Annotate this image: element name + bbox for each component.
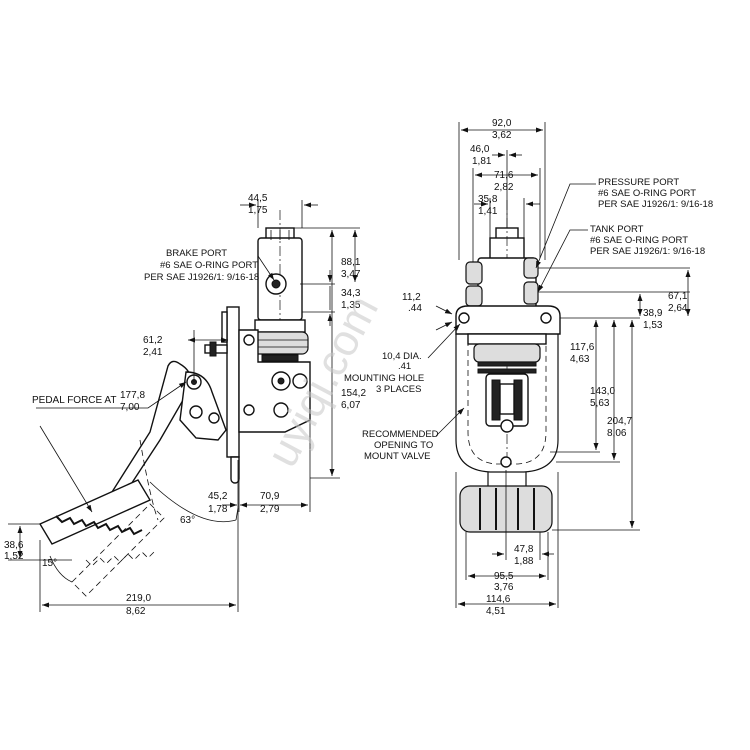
dim-h-port-mm: 88,1	[341, 257, 361, 268]
dim-h-port-in: 3,47	[341, 269, 361, 280]
dim-w-71-in: 2,82	[494, 182, 514, 193]
dim-w-35-mm: 35,8	[478, 194, 498, 205]
dim-overall-in: 8,62	[126, 606, 146, 617]
dim-hole-in: .44	[408, 303, 422, 314]
mount-hole-dia-in: .41	[398, 361, 411, 372]
dim-h-port2-in: 1,35	[341, 300, 361, 311]
front-view: 92,0 3,62 46,0 1,81 71,6 2,82 35,8 1,41 …	[344, 118, 713, 617]
recommended-label-2: OPENING TO	[374, 440, 433, 451]
brake-port-spec: #6 SAE O-RING PORT	[160, 260, 258, 271]
dim-w-95-mm: 95,5	[494, 571, 514, 582]
tank-port-standard: PER SAE J1926/1: 9/16-18	[590, 246, 705, 257]
dim-h-port2-mm: 34,3	[341, 288, 361, 299]
dim-w-35-in: 1,41	[478, 206, 498, 217]
dim-h-38-in: 1,53	[643, 320, 663, 331]
dim-base2-in: 2,79	[260, 504, 280, 515]
pedal-arm	[38, 360, 227, 597]
pedal-force-label: PEDAL FORCE AT	[32, 395, 116, 406]
dim-h-117-mm: 117,6	[570, 342, 595, 353]
dim-base1-in: 1,78	[208, 504, 228, 515]
dim-w-47-in: 1,88	[514, 556, 534, 567]
dim-angle-pedal: 15°	[42, 558, 57, 569]
dim-pivot-mm: 61,2	[143, 335, 163, 346]
dim-w-46-mm: 46,0	[470, 144, 490, 155]
tank-port	[523, 281, 539, 305]
dim-w-top-mm: 44,5	[248, 193, 268, 204]
dim-h-total-mm: 154,2	[341, 388, 366, 399]
brake-port-standard: PER SAE J1926/1: 9/16-18	[144, 272, 259, 283]
recommended-label-3: MOUNT VALVE	[364, 451, 431, 462]
dim-force-mm: 177,8	[120, 390, 145, 401]
pressure-port-spec: #6 SAE O-RING PORT	[598, 188, 696, 199]
dim-angle-travel: 63°	[180, 515, 195, 526]
dim-h-67-mm: 67,1	[668, 291, 688, 302]
brake-port-label: BRAKE PORT	[166, 248, 227, 259]
recommended-label-1: RECOMMENDED	[362, 429, 439, 440]
mount-hole-left	[458, 312, 470, 324]
dim-pedal-h-in: 1,52	[4, 551, 24, 562]
dim-h-117-in: 4,63	[570, 354, 590, 365]
dim-w-top-in: 1,75	[248, 205, 268, 216]
pressure-port	[465, 261, 483, 285]
mount-hole-count: 3 PLACES	[376, 384, 421, 395]
mount-hole-label: MOUNTING HOLE	[344, 373, 424, 384]
dim-w-114-mm: 114,6	[486, 594, 511, 605]
dim-h-143-in: 5,63	[590, 398, 610, 409]
dim-w-95-in: 3,76	[494, 582, 514, 593]
dim-base2-mm: 70,9	[260, 491, 280, 502]
mount-hole-dia: 10,4 DIA.	[382, 351, 422, 362]
pressure-port-standard: PER SAE J1926/1: 9/16-18	[598, 199, 713, 210]
tank-port-spec: #6 SAE O-RING PORT	[590, 235, 688, 246]
valve-body-side	[204, 210, 311, 484]
dim-h-total-in: 6,07	[341, 400, 361, 411]
dim-h-38-mm: 38,9	[643, 308, 663, 319]
dim-w-total-mm: 92,0	[492, 118, 512, 129]
travel-arc	[149, 481, 237, 523]
pressure-port-label: PRESSURE PORT	[598, 177, 679, 188]
dim-h-67-in: 2,64	[668, 303, 688, 314]
side-view: 44,5 1,75 88,1 3,47 34,3 1,35 154,2 6,07…	[4, 193, 366, 617]
dim-pivot-in: 2,41	[143, 347, 163, 358]
tank-port-label: TANK PORT	[590, 224, 644, 235]
dim-h-204-in: 8,06	[607, 428, 627, 439]
dim-base1-mm: 45,2	[208, 491, 228, 502]
valve-body-front	[455, 200, 561, 533]
dim-w-47-mm: 47,8	[514, 544, 534, 555]
dim-h-143-mm: 143,0	[590, 386, 615, 397]
dim-overall-mm: 219,0	[126, 593, 151, 604]
dim-h-204-mm: 204,7	[607, 416, 632, 427]
dim-pedal-h-mm: 38,6	[4, 540, 24, 551]
dim-w-71-mm: 71,6	[494, 170, 514, 181]
mount-hole-right	[540, 312, 552, 324]
dim-force-in: 7,00	[120, 402, 140, 413]
dim-hole-mm: 11,2	[402, 292, 421, 303]
dim-w-114-in: 4,51	[486, 606, 506, 617]
dim-w-46-in: 1,81	[472, 156, 492, 167]
mount-hole-bottom	[500, 456, 512, 468]
dim-w-total-in: 3,62	[492, 130, 512, 141]
